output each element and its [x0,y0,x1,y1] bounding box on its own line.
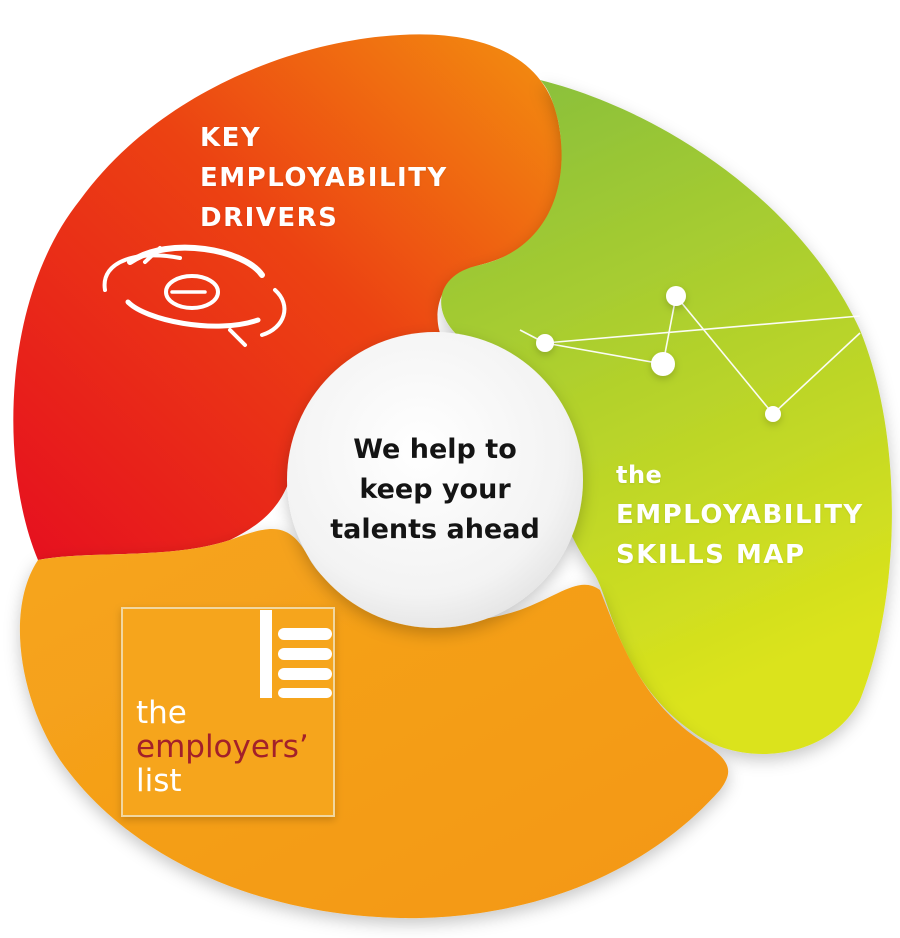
center-tagline-line: keep your [359,474,511,505]
center-tagline: We help to keep your talents ahead [300,365,570,615]
network-node [536,334,554,352]
center-tagline-line: We help to [353,434,517,465]
network-node [651,352,675,376]
employers-list-word: list [136,763,182,799]
skills-map-label: the EMPLOYABILITY SKILLS MAP [616,455,864,575]
skills-map-label-line: EMPLOYABILITY [616,500,864,530]
skills-map-label-line: the [616,461,663,489]
skills-map-label-line: SKILLS MAP [616,540,806,570]
drivers-label-line: DRIVERS [200,203,339,233]
drivers-label-line: KEY [200,123,262,153]
skills-map-segment [441,80,892,754]
center-circle [287,332,583,628]
ed-swirl-logo-icon [102,244,287,347]
drivers-label: KEY EMPLOYABILITY DRIVERS [200,118,448,238]
drivers-segment [13,34,563,560]
employers-list-word: the [136,695,187,731]
network-node [666,286,686,306]
employers-list-word: employers’ [136,729,309,765]
drivers-label-line: EMPLOYABILITY [200,163,448,193]
employers-list-logo-icon [121,607,335,817]
center-tagline-line: talents ahead [330,514,540,545]
network-node [765,406,781,422]
